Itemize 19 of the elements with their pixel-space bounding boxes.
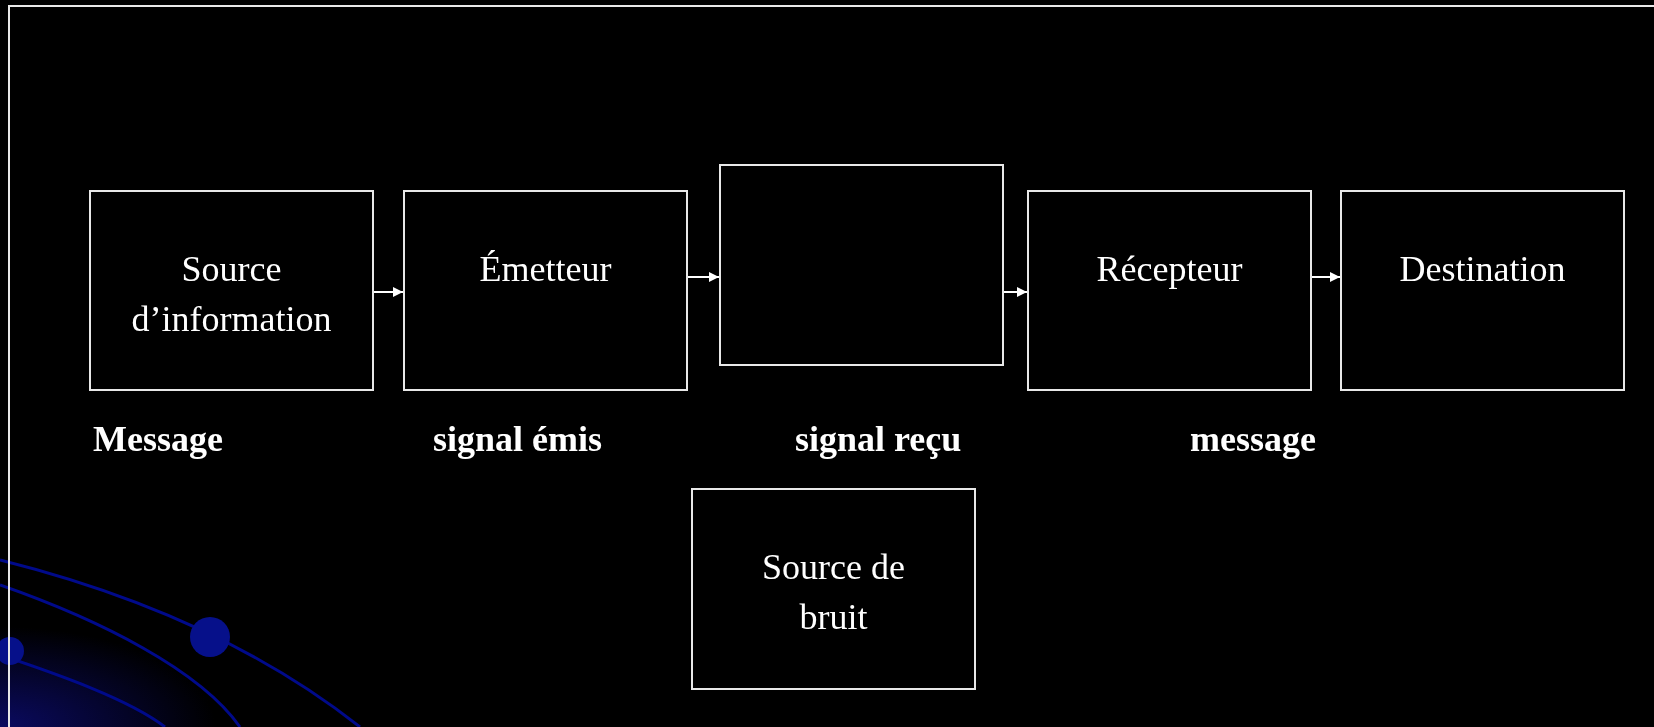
box-text: Émetteur — [478, 248, 613, 291]
process-box — [1340, 190, 1625, 391]
arrow — [687, 272, 720, 282]
arrow — [1311, 272, 1341, 282]
empty-box — [719, 164, 1004, 366]
signal-label: message — [1190, 418, 1316, 460]
process-box — [403, 190, 688, 391]
signal-label: signal reçu — [795, 418, 962, 460]
signal-label: Message — [93, 418, 223, 460]
process-box — [691, 488, 976, 690]
box-text: Destination — [1398, 248, 1567, 291]
box-text: Source de bruit — [761, 546, 906, 639]
signal-label: signal émis — [433, 418, 602, 460]
box-text: Source d’information — [130, 248, 333, 341]
arrow — [1003, 287, 1028, 297]
arrow — [373, 287, 404, 297]
box-text: Récepteur — [1095, 248, 1244, 291]
process-box — [1027, 190, 1312, 391]
process-box — [89, 190, 374, 391]
